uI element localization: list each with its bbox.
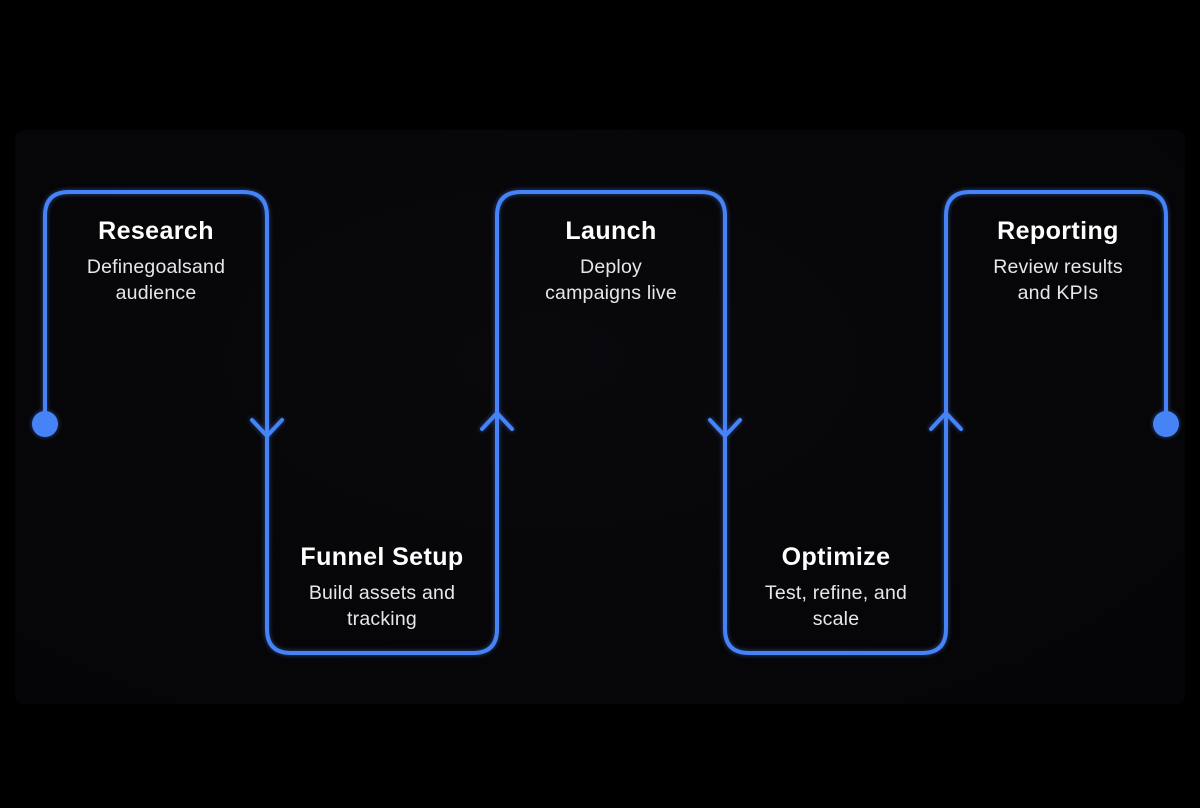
stage-subtitle: Test, refine, and scale (721, 580, 951, 632)
arrow-up-icon (929, 411, 963, 431)
stage-launch: Launch Deploy campaigns live (496, 217, 726, 306)
subtitle-line: audience (115, 282, 197, 304)
stage-optimize: Optimize Test, refine, and scale (721, 543, 951, 632)
subtitle-line: and KPIs (1017, 282, 1099, 304)
stage-title: Reporting (997, 217, 1119, 245)
arrow-up-icon (480, 411, 514, 431)
stage-title: Funnel Setup (300, 543, 464, 571)
subtitle-line: tracking (347, 608, 417, 630)
start-dot (32, 411, 58, 437)
diagram-panel (15, 130, 1185, 704)
subtitle-line: Test, refine, and (764, 582, 908, 604)
subtitle-line: campaigns live (545, 282, 677, 304)
stage-subtitle: Build assets and tracking (267, 580, 497, 632)
stage-subtitle: Deploy campaigns live (496, 254, 726, 306)
stage-subtitle: Definegoalsand audience (41, 254, 271, 306)
stage-research: Research Definegoalsand audience (41, 217, 271, 306)
stage-funnel-setup: Funnel Setup Build assets and tracking (267, 543, 497, 632)
serpentine-connector-path (43, 190, 1168, 655)
subtitle-line: scale (812, 608, 860, 630)
stage-title: Research (98, 217, 214, 245)
stage-title: Launch (565, 217, 657, 245)
subtitle-line: Definegoalsand (86, 256, 226, 278)
end-dot (1153, 411, 1179, 437)
stage-title: Optimize (781, 543, 891, 571)
stage-reporting: Reporting Review results and KPIs (943, 217, 1173, 306)
arrow-down-icon (708, 418, 742, 438)
subtitle-line: Build assets and (308, 582, 456, 604)
subtitle-line: Review results (993, 256, 1123, 278)
arrow-down-icon (250, 418, 284, 438)
stage-subtitle: Review results and KPIs (943, 254, 1173, 306)
subtitle-line: Deploy (580, 256, 642, 278)
